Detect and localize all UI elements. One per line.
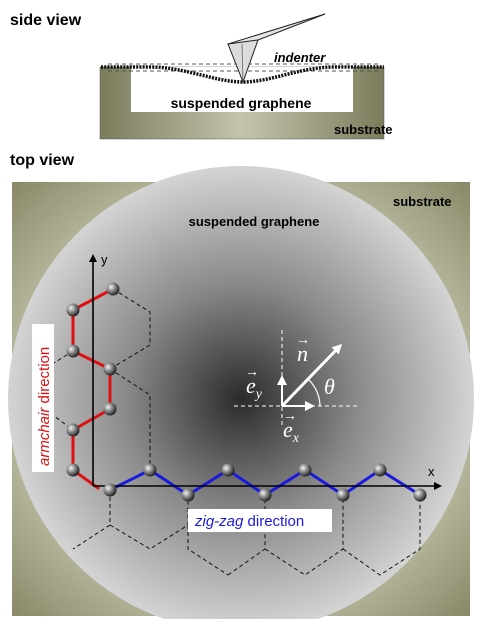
carbon-atom	[373, 463, 387, 477]
armchair-label-rest: direction	[36, 347, 53, 408]
side-view-diagram: indenter suspended graphene substrate	[99, 13, 393, 140]
carbon-atom	[103, 402, 117, 416]
top-view-title: top view	[10, 152, 75, 169]
svg-text:zig-zag direction: zig-zag direction	[194, 513, 304, 530]
carbon-atom	[336, 488, 350, 502]
carbon-atom	[221, 463, 235, 477]
top-substrate-label: substrate	[393, 194, 452, 209]
ex-vector-label: e	[283, 417, 293, 442]
ey-vector-label: e	[246, 373, 256, 398]
n-vector	[280, 343, 343, 408]
side-indenter-edge	[241, 43, 244, 83]
carbon-atom	[103, 483, 117, 497]
armchair-label: armchair direction	[32, 324, 54, 472]
theta-arc	[307, 378, 321, 407]
svg-text:ex: ex	[283, 417, 300, 446]
x-axis-label: x	[428, 464, 435, 479]
svg-text:armchair direction: armchair direction	[36, 347, 53, 466]
carbon-atom	[66, 463, 80, 477]
top-graphene-disc	[8, 166, 474, 619]
side-substrate-label: substrate	[334, 122, 393, 137]
zigzag-label-rest: direction	[243, 513, 304, 530]
zigzag-label-emphasis: zig-zag	[194, 513, 244, 530]
ex-vector-arrow-accent: →	[283, 407, 297, 423]
vector-diagram: n → ey → ex → θ	[234, 330, 357, 446]
ey-vector-arrow-accent: →	[245, 363, 259, 379]
n-vector-label: n	[297, 341, 308, 366]
carbon-atom	[103, 362, 117, 376]
carbon-atoms	[66, 282, 427, 502]
armchair-label-box	[32, 324, 54, 472]
svg-text:ey: ey	[246, 373, 263, 402]
carbon-atom	[258, 488, 272, 502]
top-graphene-label: suspended graphene	[189, 214, 320, 229]
ex-vector-subscript: x	[292, 431, 300, 446]
side-view-title: side view	[10, 12, 82, 29]
zigzag-label: zig-zag direction	[188, 509, 332, 532]
armchair-label-emphasis: armchair	[36, 407, 53, 466]
side-graphene-label: suspended graphene	[171, 95, 312, 111]
top-view-diagram: substrate suspended graphene	[8, 166, 474, 619]
side-indenter-tip	[227, 39, 259, 84]
theta-label: θ	[324, 374, 335, 399]
side-indenter-label: indenter	[274, 50, 326, 65]
carbon-atom	[66, 423, 80, 437]
carbon-atom	[298, 463, 312, 477]
zigzag-label-box	[188, 509, 332, 532]
ey-vector-subscript: y	[254, 387, 263, 402]
carbon-atom	[66, 344, 80, 358]
carbon-atom	[143, 463, 157, 477]
carbon-atom	[413, 488, 427, 502]
carbon-atom	[106, 282, 120, 296]
n-vector-arrow-accent: →	[296, 331, 310, 347]
carbon-atom	[66, 303, 80, 317]
carbon-atom	[181, 488, 195, 502]
y-axis-label: y	[101, 252, 108, 267]
